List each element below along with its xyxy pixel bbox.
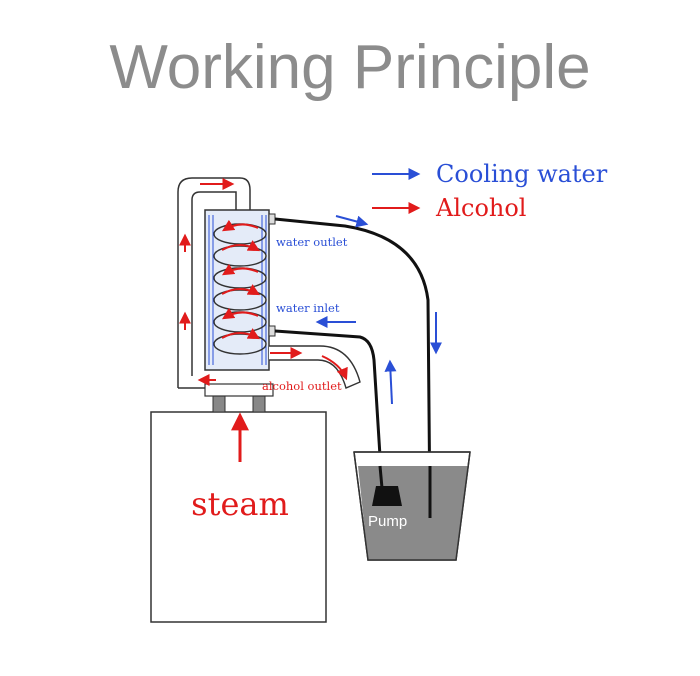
inlet-hose <box>274 329 384 489</box>
water-outlet-label: water outlet <box>276 235 348 249</box>
alcohol-outlet-label: alcohol outlet <box>262 379 342 393</box>
vapor-column <box>177 177 251 389</box>
outlet-flow-arrow-1 <box>335 215 369 228</box>
outlet-hose <box>274 217 432 519</box>
alcohol-outlet-spout <box>269 345 361 389</box>
pump <box>372 486 402 506</box>
condenser <box>204 209 276 371</box>
legend-alcohol-label: Alcohol <box>435 194 526 222</box>
tank-neck <box>204 383 274 413</box>
water-bucket <box>353 451 471 561</box>
page-title: Working Principle <box>109 33 590 102</box>
inlet-flow-arrow-2 <box>384 359 397 405</box>
inlet-hose-in-bucket <box>378 465 384 489</box>
pump-label: Pump <box>368 513 407 530</box>
legend-cooling-water-label: Cooling water <box>436 160 608 188</box>
steam-tank: steam <box>150 411 327 623</box>
legend: Cooling water Alcohol <box>372 160 608 222</box>
steam-label: steam <box>191 485 289 523</box>
water-inlet-label: water inlet <box>276 301 340 315</box>
